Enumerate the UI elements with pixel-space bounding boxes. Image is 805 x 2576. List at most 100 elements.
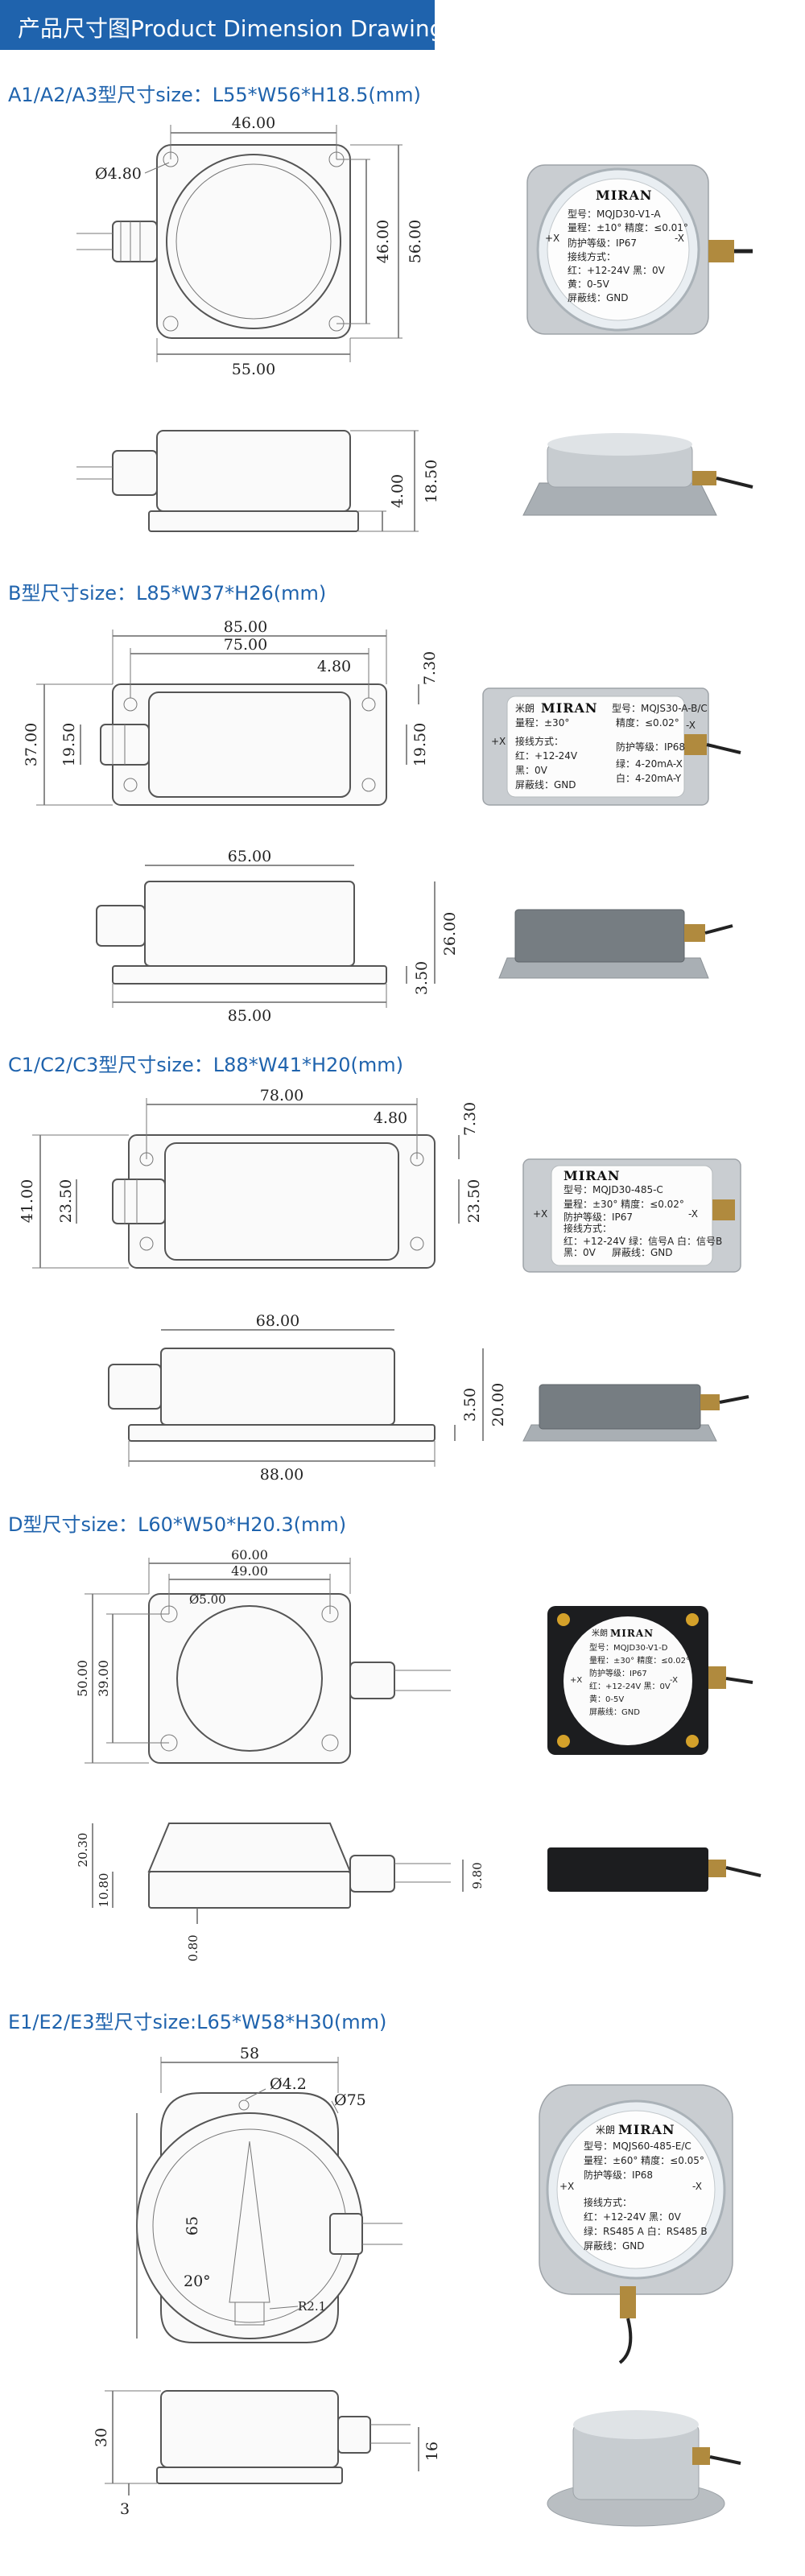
dim-a-46-top: 46.00: [232, 114, 275, 132]
section-d-drawing: 60.00 49.00 Ø5.00 50.00 39.00 20.30 10.8…: [75, 1547, 762, 1962]
section-b-top-view: [36, 630, 419, 806]
section-d-label-line-3: 量程：±30° 精度：≤0.02°: [589, 1655, 690, 1666]
dim-d-39: 39.00: [96, 1660, 111, 1697]
dim-d-60: 60.00: [231, 1547, 268, 1563]
section-b-side-view: [96, 865, 436, 1008]
dim-d-20-3: 20.30: [76, 1833, 90, 1868]
dim-e-16: 16: [423, 2442, 441, 2461]
dim-b-65: 65.00: [228, 848, 271, 865]
section-c-axis-minus: -X: [688, 1208, 698, 1220]
dim-d-hole: Ø5.00: [189, 1592, 226, 1607]
section-c-side-view: [108, 1329, 484, 1467]
section-a-axis-minus: -X: [675, 233, 684, 244]
dim-e-30: 30: [93, 2428, 110, 2447]
section-d-label-line-7: 屏蔽线：GND: [589, 1707, 640, 1717]
section-c-title: C1/C2/C3型尺寸size：L88*W41*H20(mm): [8, 1054, 404, 1076]
section-e-axis-plus: +X: [559, 2181, 574, 2192]
section-b-label-line-1: 米朗: [515, 703, 535, 714]
page-header-title: 产品尺寸图Product Dimension Drawing: [18, 15, 444, 42]
dim-c-23-5-left: 23.50: [57, 1179, 75, 1223]
dim-e-hole: Ø4.2: [270, 2075, 307, 2093]
dim-c-23-5-right: 23.50: [465, 1179, 483, 1223]
section-a-top-view: [76, 125, 402, 362]
dim-b-37: 37.00: [23, 723, 40, 766]
dim-e-58: 58: [240, 2045, 259, 2062]
section-c-product-photo: [522, 1158, 741, 1273]
dim-b-75: 75.00: [224, 636, 267, 654]
section-e-axis-minus: -X: [692, 2181, 702, 2192]
section-c-label-line-5: 红：+12-24V 绿：信号A 白：信号B: [564, 1235, 722, 1247]
section-b-label-line-11: 屏蔽线：GND: [515, 779, 576, 791]
section-a-label-line-3: 防护等级：IP67: [568, 237, 637, 249]
section-a-label-line-7: 屏蔽线：GND: [568, 292, 629, 303]
section-a-axis-plus: +X: [545, 233, 559, 244]
section-b-axis-minus: -X: [686, 720, 696, 731]
section-c-top-view: [32, 1098, 460, 1269]
dim-c-68: 68.00: [256, 1312, 299, 1330]
dim-e-angle: 20°: [184, 2273, 211, 2290]
section-e-label-line-8: 屏蔽线：GND: [584, 2240, 645, 2252]
dim-e-radius: R2.1: [298, 2299, 326, 2314]
section-a-label-line-1: 型号：MQJD30-V1-A: [568, 208, 661, 220]
section-b-label-line-9: 黑：0V: [515, 765, 548, 776]
dim-b-19-5-right: 19.50: [411, 723, 429, 766]
section-d-side-view: [92, 1823, 464, 1924]
dim-d-10-8: 10.80: [97, 1873, 111, 1908]
section-d-product-side-photo: [547, 1847, 762, 1892]
section-b-axis-plus: +X: [491, 736, 506, 747]
section-d-title: D型尺寸size：L60*W50*H20.3(mm): [8, 1513, 347, 1536]
section-d-label-line-1: 米朗: [592, 1628, 608, 1638]
section-e-label-line-1: 米朗: [596, 2124, 615, 2136]
section-b-label-line-4: 精度：≤0.02°: [616, 716, 679, 729]
dim-d-0-8: 0.80: [186, 1934, 200, 1961]
dim-b-19-5-left: 19.50: [60, 723, 78, 766]
dim-c-7-3: 7.30: [461, 1102, 479, 1136]
dim-a-hole: Ø4.80: [95, 165, 142, 183]
dim-c-3-5: 3.50: [461, 1388, 479, 1422]
dim-c-41: 41.00: [19, 1179, 36, 1223]
section-d-axis-minus: -X: [670, 1676, 678, 1685]
section-b-label-line-10: 白：4-20mA-Y: [616, 772, 682, 784]
dim-b-3-5: 3.50: [413, 961, 431, 995]
section-c-axis-plus: +X: [533, 1208, 547, 1220]
section-c-label-line-4: 接线方式：: [564, 1222, 612, 1234]
dim-b-85-top: 85.00: [224, 618, 267, 636]
section-c-label-line-7: 屏蔽线：GND: [612, 1247, 673, 1258]
section-d-label-line-4: 防护等级：IP67: [589, 1668, 647, 1678]
section-e-label-line-4: 防护等级：IP68: [584, 2169, 653, 2181]
section-e-product-photo: [539, 2084, 733, 2364]
section-c-label-line-2: 量程：±30° 精度：≤0.02°: [564, 1198, 684, 1210]
section-e-label-line-5: 接线方式：: [584, 2196, 632, 2208]
page-header-bar: 产品尺寸图Product Dimension Drawing: [0, 0, 444, 50]
section-b-label-line-7: 红：+12-24V: [515, 749, 578, 762]
section-a-product-side-photo: [522, 433, 753, 516]
section-a-label-line-4: 接线方式：: [568, 250, 616, 262]
section-b-label-line-5: 接线方式：: [515, 735, 564, 747]
section-b-product-photo: [482, 687, 741, 806]
section-e-label-line-6: 红：+12-24V 黑：0V: [584, 2211, 682, 2223]
dim-b-7-3: 7.30: [421, 651, 439, 685]
section-a-label-line-2: 量程：±10° 精度：≤0.01°: [568, 221, 688, 233]
section-a-label-brand: MIRAN: [596, 188, 653, 203]
section-c-drawing: 78.00 4.80 7.30 41.00 23.50 23.50 68.00 …: [19, 1087, 749, 1484]
section-d-label-line-2: 型号：MQJD30-V1-D: [589, 1642, 668, 1653]
dim-a-56: 56.00: [407, 220, 424, 263]
dim-a-55: 55.00: [232, 361, 275, 378]
dim-e-diameter: Ø75: [334, 2091, 366, 2109]
section-d-axis-plus: +X: [570, 1676, 582, 1685]
section-b-label-brand: MIRAN: [541, 700, 598, 716]
section-d-label-line-5: 红：+12-24V 黑：0V: [589, 1681, 671, 1691]
dim-d-9-8: 9.80: [470, 1862, 485, 1889]
section-e-label-line-3: 量程：±60° 精度：≤0.05°: [584, 2154, 704, 2166]
section-e-label-brand: MIRAN: [618, 2122, 675, 2137]
section-c-label-brand: MIRAN: [564, 1168, 621, 1183]
section-d-label-line-6: 黄：0-5V: [589, 1694, 624, 1704]
section-d-product-photo: [547, 1606, 753, 1755]
section-a-drawing: 46.00 Ø4.80 56.00 46.00 55.00 4.00 18.50…: [76, 114, 753, 532]
dim-d-49: 49.00: [231, 1563, 268, 1579]
section-e-label-line-2: 型号：MQJS60-485-E/C: [584, 2140, 691, 2152]
section-c-label-line-6: 黑：0V: [564, 1247, 597, 1258]
section-b-drawing: 85.00 75.00 4.80 7.30 37.00 19.50 19.50 …: [23, 618, 741, 1025]
dim-c-78: 78.00: [260, 1087, 303, 1104]
section-d-top-view: [85, 1558, 451, 1764]
